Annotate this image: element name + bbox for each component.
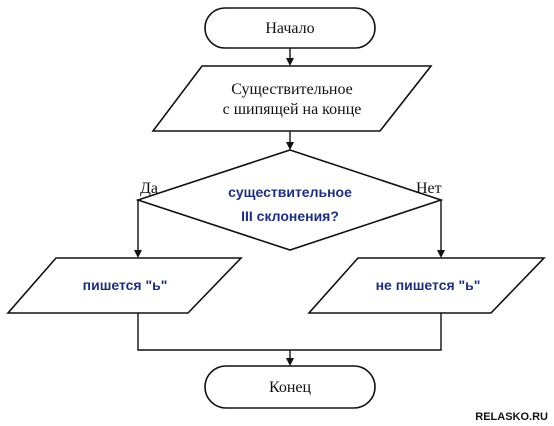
start-label: Начало	[265, 20, 314, 37]
connector-merge	[137, 313, 442, 351]
arrow-start-input	[286, 58, 294, 66]
decision-line-1: существительное	[228, 184, 352, 200]
arrow-input-decision	[286, 142, 294, 150]
arrow-no	[437, 250, 445, 258]
decision-line-2: III склонения?	[241, 208, 339, 224]
arrow-merge-end	[286, 358, 294, 366]
input-line-1: Существительное	[231, 81, 353, 98]
output-no-label: не пишется "ь"	[376, 277, 481, 293]
end-terminator	[204, 365, 376, 409]
branch-no-label: Нет	[416, 180, 442, 197]
output-yes-parallelogram	[6, 257, 243, 314]
input-parallelogram	[151, 65, 433, 132]
arrow-yes	[134, 250, 142, 258]
output-no-parallelogram	[307, 257, 546, 314]
output-yes-label: пишется "ь"	[83, 277, 168, 293]
watermark-text: RELASKO.RU	[475, 411, 548, 423]
end-label: Конец	[269, 379, 312, 396]
decision-diamond	[135, 149, 444, 251]
branch-yes-label: Да	[140, 180, 158, 197]
input-line-2: с шипящей на конце	[223, 101, 362, 118]
